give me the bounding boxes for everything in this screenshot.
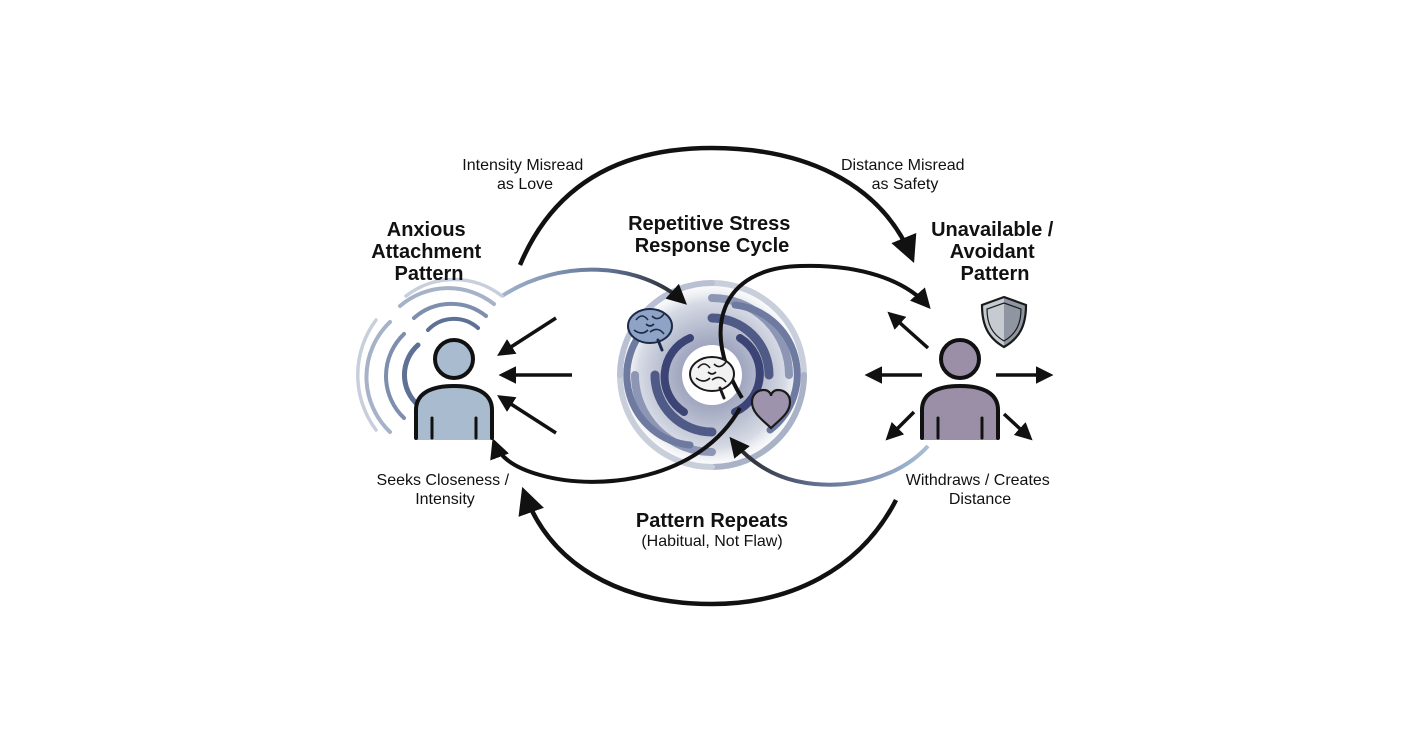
outer-cycle-arrows xyxy=(517,145,917,607)
inner-arrow-center-to-left xyxy=(490,407,742,484)
brain-icon xyxy=(689,356,735,400)
top-right-note: Distance Misread as Safety xyxy=(841,157,969,193)
heart-icon xyxy=(750,388,792,430)
bottom-cycle-arrow xyxy=(518,486,899,607)
signal-waves-icon xyxy=(356,277,504,434)
shield-icon xyxy=(980,295,1028,349)
right-pattern-title: Unavailable / Avoidant Pattern xyxy=(931,219,1059,285)
top-cycle-arrow xyxy=(517,145,917,266)
avoidant-person xyxy=(864,295,1054,441)
inner-cycle-arrows xyxy=(490,263,931,487)
bottom-subtitle: (Habitual, Not Flaw) xyxy=(641,533,782,550)
brain-icon xyxy=(627,308,673,352)
inner-arrow-center-to-right xyxy=(718,263,931,400)
incoming-arrows xyxy=(497,316,572,435)
anxious-person xyxy=(356,277,572,440)
top-left-note: Intensity Misread as Love xyxy=(462,157,587,193)
right-caption: Withdraws / Creates Distance xyxy=(906,472,1055,508)
bottom-title: Pattern Repeats xyxy=(636,510,788,532)
left-pattern-title: Anxious Attachment Pattern xyxy=(371,219,487,285)
outgoing-arrows xyxy=(864,311,1054,441)
person-icon xyxy=(920,338,1000,440)
inner-arrow-right-to-center xyxy=(729,436,930,487)
center-title: Repetitive Stress Response Cycle xyxy=(628,213,796,257)
left-caption: Seeks Closeness / Intensity xyxy=(377,472,514,508)
person-icon xyxy=(414,338,494,440)
inner-arrow-left-to-center xyxy=(500,267,687,305)
